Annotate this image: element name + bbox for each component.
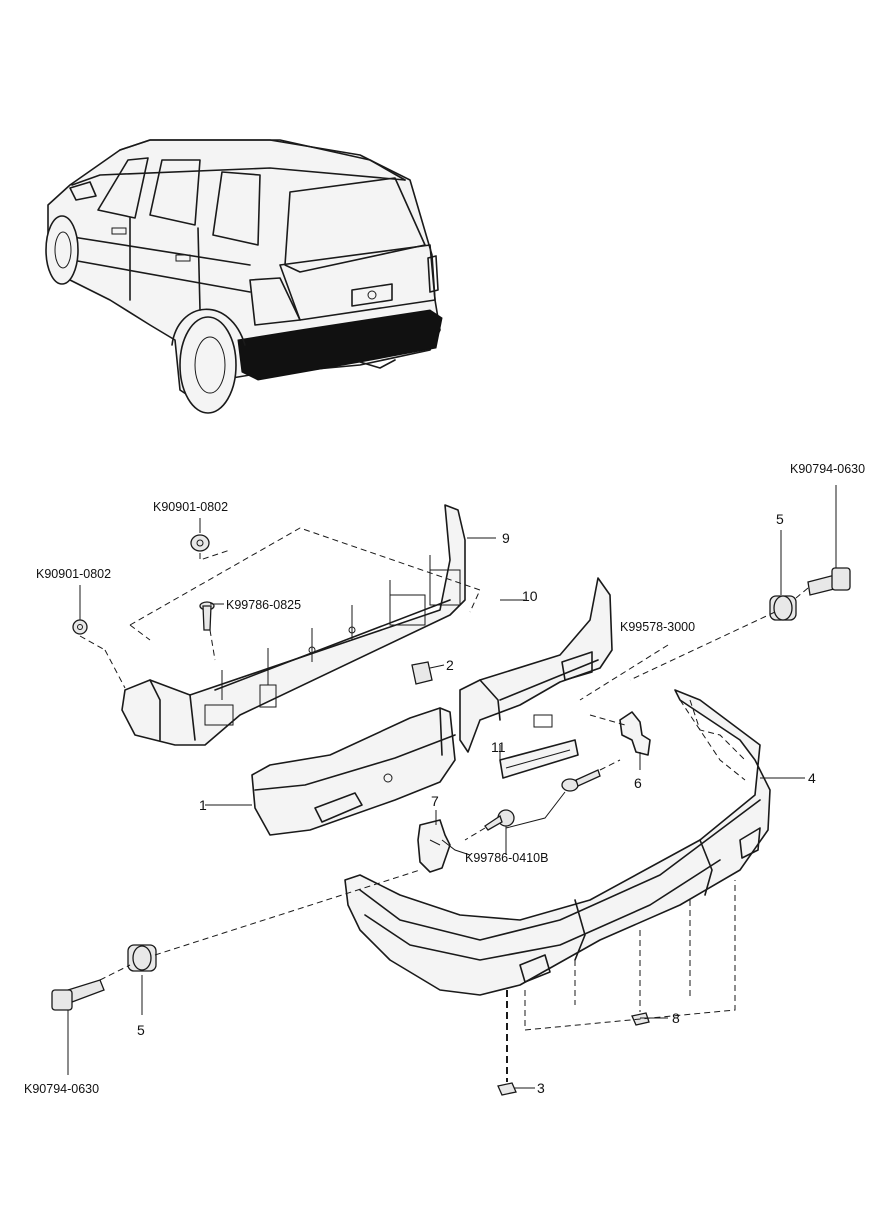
label-nut-left: K90901-0802 [36,567,111,581]
part-4-bumper-cover [344,689,771,996]
part-1-bumper-side-left [251,707,456,836]
label-bolt-top-right: K90794-0630 [790,462,865,476]
vehicle-illustration [45,139,443,414]
part-2-clip [411,661,433,685]
callout-7: 7 [431,793,439,809]
callout-2: 2 [446,657,454,673]
label-screw-center: K99786-0410B [465,851,548,865]
callout-9: 9 [502,530,510,546]
callout-1: 1 [199,797,207,813]
label-nut-top: K90901-0802 [153,500,228,514]
label-screw-right: K99578-3000 [620,620,695,634]
callout-4: 4 [808,770,816,786]
clip-retainer [199,601,215,631]
part-9-bumper-reinforcement [104,504,481,746]
bolt-bottom-left [51,979,105,1011]
callout-11: 11 [491,739,506,755]
part-5-mount-top [769,595,797,621]
callouts: 9 10 2 1 11 6 7 4 5 5 8 3 [137,511,816,1096]
callout-10: 10 [522,588,538,604]
highlighted-rear-bumper [237,309,443,381]
callout-6: 6 [634,775,642,791]
callout-5-bottom: 5 [137,1022,145,1038]
screw-right [561,769,601,792]
part-6-bracket-right [619,711,651,756]
part-number-labels: K90901-0802 K90901-0802 K99786-0825 K995… [24,462,865,1096]
callout-3: 3 [537,1080,545,1096]
part-8-clip [631,1012,650,1026]
nut-left [72,619,88,635]
part-7-bracket-left [417,819,451,873]
part-10-bumper-side-right [459,577,613,753]
nut-top [190,534,210,552]
callout-5-top: 5 [776,511,784,527]
screw-center [484,809,515,831]
part-5-mount-bottom [127,944,157,972]
bolt-top-right [807,567,851,596]
part-11-plate-bracket [499,739,579,779]
label-bolt-bottom-left: K90794-0630 [24,1082,99,1096]
callout-8: 8 [672,1010,680,1026]
assembly-lines [79,549,809,1082]
part-3-clip [497,1082,517,1096]
label-clip-retainer: K99786-0825 [226,598,301,612]
leader-lines [67,485,837,1089]
